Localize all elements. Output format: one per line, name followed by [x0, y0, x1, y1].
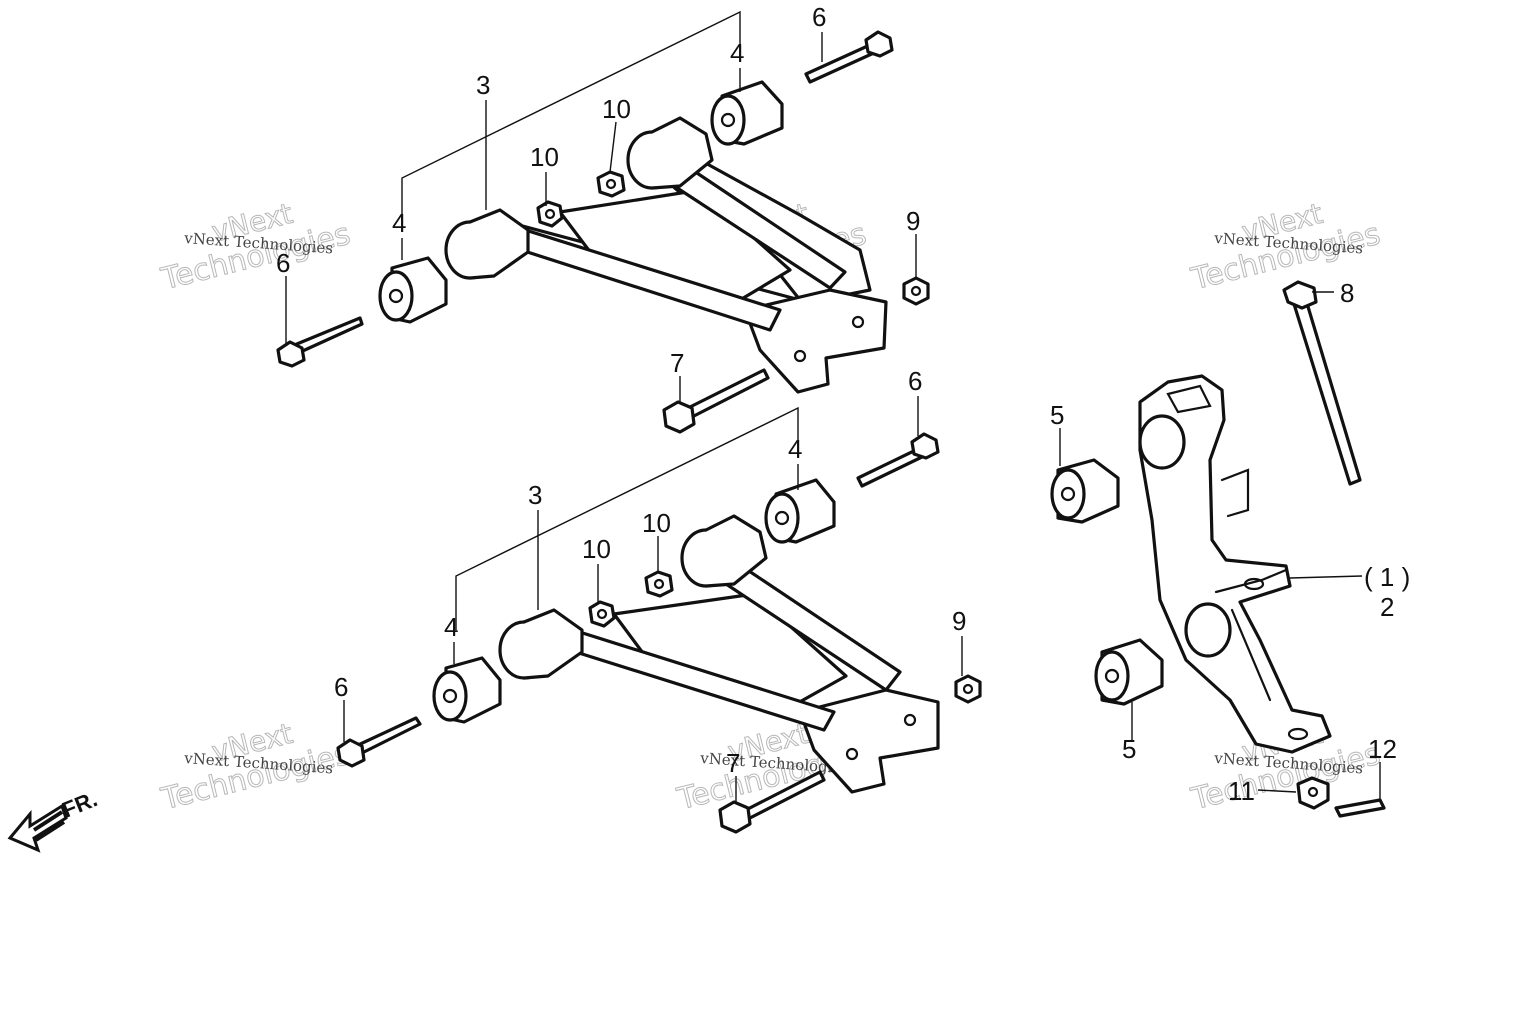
knuckle-bolt-8 — [1282, 280, 1362, 486]
castle-nut-11 — [1296, 776, 1330, 810]
lower-bolt-rear — [856, 432, 940, 488]
callout-10-upper-b: 10 — [602, 94, 631, 124]
upper-bushing-rear — [710, 80, 784, 146]
lower-nut-10-a — [588, 600, 616, 628]
upper-nut-9 — [902, 276, 930, 306]
callout-9-upper: 9 — [906, 206, 920, 236]
upper-nut-10-b — [596, 170, 626, 198]
front-label: FR. — [59, 786, 101, 822]
lower-bushing-rear — [764, 478, 836, 544]
callout-4-lower-front: 4 — [444, 612, 458, 642]
lower-bracket-line — [455, 406, 799, 630]
upper-bushing-front — [378, 256, 448, 324]
callout-8: 8 — [1340, 278, 1354, 308]
knuckle-assembly — [1050, 280, 1386, 818]
knuckle-body — [1138, 374, 1332, 754]
lower-bolt-7 — [718, 770, 826, 834]
upper-arm-assembly — [276, 10, 930, 434]
upper-a-arm — [444, 116, 888, 394]
upper-bolt-rear — [804, 30, 894, 84]
callout-3-lower: 3 — [528, 480, 542, 510]
callout-4-upper-front: 4 — [392, 208, 406, 238]
callout-6-upper-rear: 6 — [812, 2, 826, 32]
callout-1: ( 1 ) — [1364, 562, 1410, 592]
callout-10-upper-a: 10 — [530, 142, 559, 172]
callout-6-upper-front: 6 — [276, 248, 290, 278]
leader-lines — [285, 32, 1381, 802]
cotter-pin-12 — [1334, 798, 1386, 818]
lower-nut-10-b — [644, 570, 674, 598]
lower-nut-9 — [954, 674, 982, 704]
callout-4-upper-rear: 4 — [730, 38, 744, 68]
lower-bushing-front — [432, 656, 502, 724]
callout-3-upper: 3 — [476, 70, 490, 100]
upper-bolt-front — [276, 316, 364, 368]
upper-bolt-7 — [662, 368, 770, 434]
callout-5-upper: 5 — [1050, 400, 1064, 430]
lower-bolt-front — [336, 716, 422, 768]
callout-10-lower-b: 10 — [642, 508, 671, 538]
callout-10-lower-a: 10 — [582, 534, 611, 564]
knuckle-bushing-upper — [1050, 458, 1120, 524]
callout-11: 11 — [1228, 776, 1255, 806]
front-arrow-icon — [7, 803, 68, 853]
knuckle-bushing-lower — [1094, 638, 1164, 706]
front-direction-indicator: FR. — [7, 786, 101, 853]
callout-numbers: 3 4 6 4 10 10 6 9 7 3 4 6 4 10 10 6 9 7 … — [276, 2, 1410, 806]
callout-7-upper: 7 — [670, 348, 684, 378]
callout-4-lower-rear: 4 — [788, 434, 802, 464]
lower-arm-assembly — [336, 406, 982, 834]
callout-7-lower: 7 — [726, 748, 740, 778]
callout-2: 2 — [1380, 592, 1394, 622]
upper-nut-10-a — [536, 200, 564, 228]
callout-5-lower: 5 — [1122, 734, 1136, 764]
callout-6-lower-rear: 6 — [908, 366, 922, 396]
callout-6-lower-front: 6 — [334, 672, 348, 702]
callout-12: 12 — [1368, 734, 1397, 764]
upper-bracket-line — [401, 10, 741, 232]
lower-a-arm — [498, 514, 940, 794]
callout-9-lower: 9 — [952, 606, 966, 636]
